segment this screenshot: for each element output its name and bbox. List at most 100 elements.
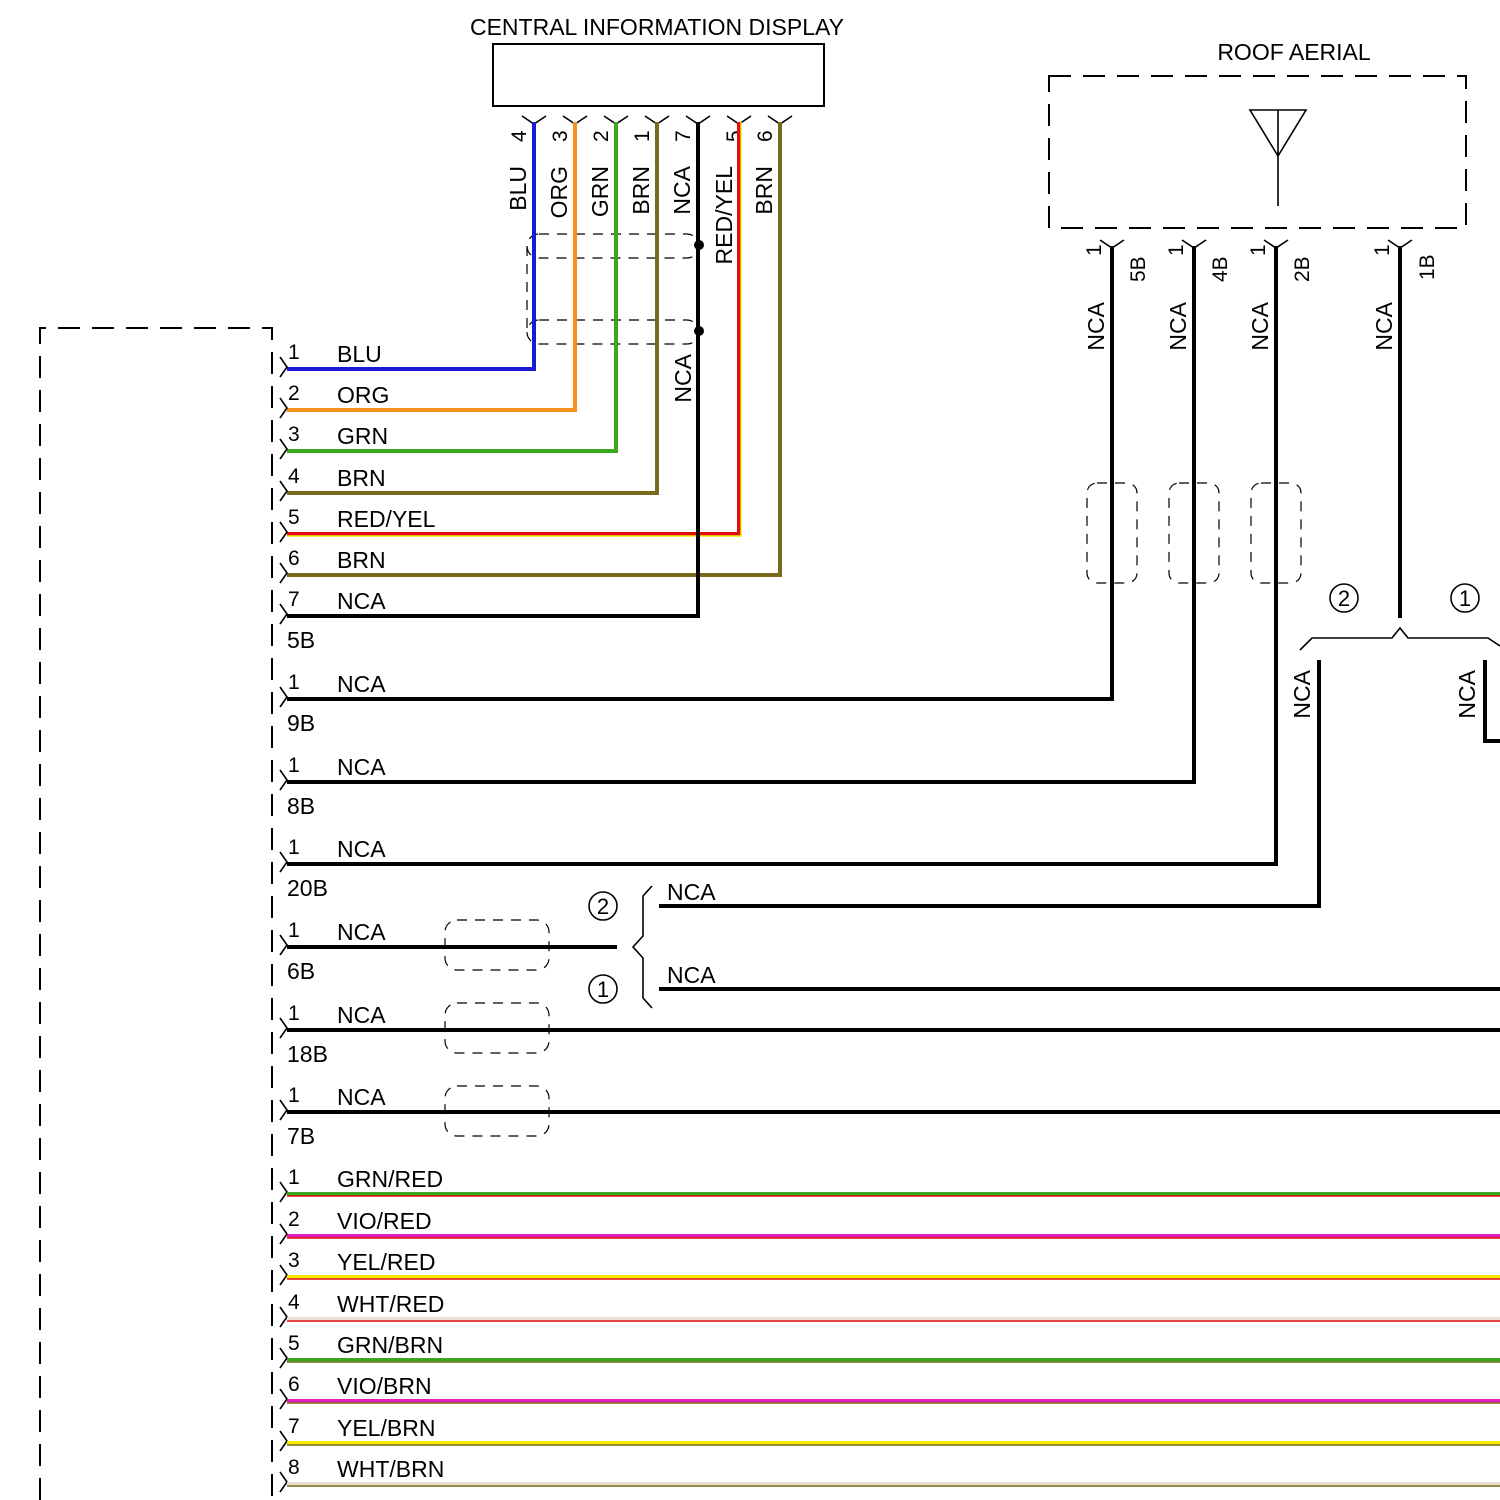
row-wire-label: NCA [337,1084,386,1110]
head-unit-row: 3 YEL/RED [280,1249,1500,1285]
head-unit-row: 6 BRN [280,547,386,583]
row-wire-label: BRN [337,465,386,491]
pin-tick [280,1307,287,1327]
pin-tick [280,1431,287,1451]
variant-marker: 1 [1459,586,1471,611]
aerial-wire-label: NCA [1083,301,1109,350]
aerial-wires [287,246,1400,864]
head-unit-row: 7 YEL/BRN [280,1415,1500,1451]
pin-tick [280,439,287,459]
cid-pin-number: 7 [672,130,695,142]
aerial-connector-id: 4B [1209,256,1232,282]
variant-marker: 2 [597,894,609,919]
variant-marker: 2 [1338,586,1350,611]
row-pin-number: 1 [288,836,300,859]
row-wire-label: NCA [337,836,386,862]
pin-tick [280,1100,287,1120]
pin-tick [280,1348,287,1368]
branch-label: NCA [667,879,716,905]
row-pin-number: 3 [288,1249,300,1272]
aerial-box [1049,76,1466,228]
row-wire-label: NCA [337,1002,386,1028]
cid-wire-label: RED/YEL [711,166,737,265]
pin-tick [280,1265,287,1285]
row-pin-number: 1 [288,1084,300,1107]
row-wire-label: WHT/RED [337,1291,444,1317]
pin-tick [280,1182,287,1202]
pin-tick [280,770,287,790]
row-connector-id: 8B [287,793,315,819]
cid-pin-number: 6 [754,130,777,142]
row-wire-label: YEL/BRN [337,1415,435,1441]
row-pin-number: 8 [288,1456,300,1479]
cid-wire-label: ORG [546,166,572,218]
row-connector-id: 20B [287,875,328,901]
pin-tick [280,357,287,377]
cid-wire-label: BLU [505,166,531,211]
row-wire-label: YEL/RED [337,1249,435,1275]
row-variant-brace: 2 1 NCA NCA [589,879,1500,1008]
row-pin-number: 1 [288,671,300,694]
row-pin-number: 4 [288,465,300,488]
row-wire-label: BLU [337,341,382,367]
row-pin-number: 2 [288,382,300,405]
aerial-wire-label: NCA [1247,301,1273,350]
head-unit-row: 6 VIO/BRN [280,1373,1500,1409]
row-pin-number: 1 [288,754,300,777]
row-wire-label: ORG [337,382,389,408]
cid-pin-number: 4 [508,130,531,142]
variant-wire-label: NCA [1289,669,1315,718]
wire-org [287,122,575,410]
aerial-pin-number: 1 [1165,244,1188,256]
row-wire-label: GRN/BRN [337,1332,443,1358]
cid-wire-label: NCA [669,165,695,214]
head-unit-row: 1 NCA 7B [280,1084,1500,1149]
row-pin-number: 7 [288,588,300,611]
cid-shield-group [527,234,699,344]
row-pin-number: 6 [288,547,300,570]
row-pin-number: 5 [288,1332,300,1355]
head-unit-row: 2 ORG [280,382,389,418]
row-wire-label: VIO/BRN [337,1373,432,1399]
row-pin-number: 3 [288,423,300,446]
cid-wire-label: GRN [587,166,613,217]
pin-tick [280,1472,287,1492]
head-unit-row: 1 NCA 6B [280,919,617,984]
wire-blu [287,122,534,369]
aerial-variant-brace: 2 1 NCA NCA [659,584,1500,906]
variant-marker: 1 [597,977,609,1002]
cid-wire-label: BRN [628,166,654,215]
row-pin-number: 1 [288,1166,300,1189]
row-wire-label: RED/YEL [337,506,436,532]
row-connector-id: 6B [287,958,315,984]
row-pin-number: 7 [288,1415,300,1438]
row-pin-number: 1 [288,919,300,942]
head-unit-row: 1 NCA 20B [280,836,386,901]
pin-tick [280,604,287,624]
row-pin-number: 2 [288,1208,300,1231]
splice-dot [694,240,704,250]
row-connector-id: 7B [287,1123,315,1149]
row-pin-number: 6 [288,1373,300,1396]
pin-tick [280,522,287,542]
row-pin-number: 1 [288,341,300,364]
aerial-wire-label: NCA [1371,301,1397,350]
aerial-wire-label: NCA [1165,301,1191,350]
row-wire-label: BRN [337,547,386,573]
aerial-pins: 1 1 1 1 5B 4B 2B 1B NCA NCA NCA NCA [1083,240,1439,351]
cid-shield-upper [527,234,699,258]
cid-wires [287,122,780,616]
head-unit-row: 1 BLU [280,341,382,377]
row-wire-label: NCA [337,919,386,945]
aerial-pin-number: 1 [1371,244,1394,256]
branch-label: NCA [667,962,716,988]
aerial-connector-id: 1B [1416,254,1439,280]
row-wire-label: VIO/RED [337,1208,432,1234]
pin-tick [280,935,287,955]
